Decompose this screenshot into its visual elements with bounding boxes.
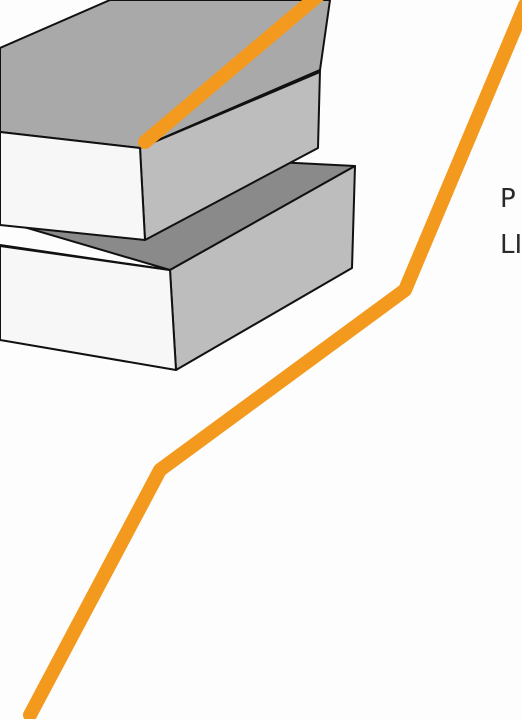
upper-block-front-face (0, 131, 146, 241)
upper-block-top-back-edge (139, 71, 321, 149)
upper-block (0, 0, 331, 241)
label-line-1: P (500, 184, 516, 214)
orange-path-line (23, 0, 522, 719)
label-line-2: LI (500, 230, 522, 260)
orange-edge-line (138, 0, 324, 149)
lower-block-front-top-edge (0, 245, 171, 271)
